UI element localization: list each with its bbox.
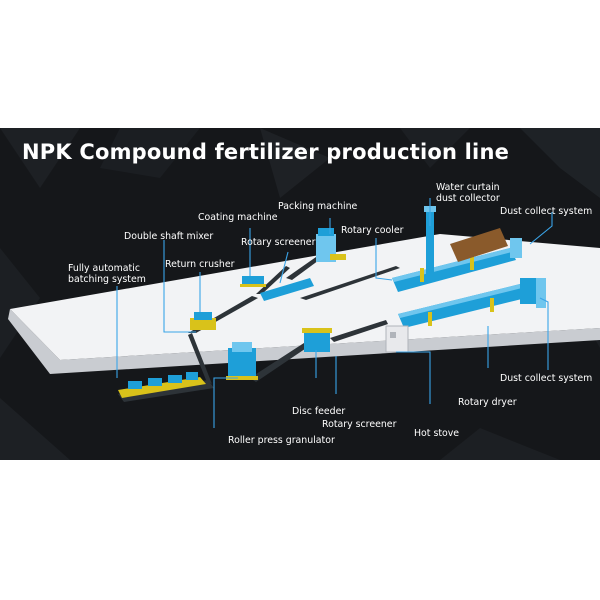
label-dust-collect-system-bottom: Dust collect system <box>500 373 593 384</box>
label-roller-press-granulator: Roller press granulator <box>228 435 335 446</box>
label-double-shaft-mixer: Double shaft mixer <box>124 231 214 242</box>
label-hot-stove: Hot stove <box>414 428 460 439</box>
label-disc-feeder: Disc feeder <box>292 406 346 417</box>
label-rotary-screener-top: Rotary screener <box>241 237 316 248</box>
production-line-illustration <box>8 198 600 428</box>
rotary-cooler-graphic <box>392 248 516 292</box>
screener-coating-graphic <box>240 276 314 301</box>
label-coating-machine: Coating machine <box>198 212 278 223</box>
batching-system-graphic <box>118 372 214 402</box>
label-dust-collect-system-top: Dust collect system <box>500 206 593 217</box>
label-return-crusher: Return crusher <box>165 259 235 270</box>
label-fully-automatic-batching-system: Fully automatic batching system <box>68 263 146 285</box>
factory-platform-side <box>8 309 600 374</box>
label-packing-machine: Packing machine <box>278 201 358 212</box>
granulator-graphic <box>226 342 258 380</box>
label-rotary-screener-bottom: Rotary screener <box>322 419 397 430</box>
background-pattern <box>0 128 600 460</box>
diagram-banner: NPK Compound fertilizer production line <box>0 128 600 460</box>
label-water-curtain-dust-collector: Water curtain dust collector <box>436 182 500 204</box>
disc-feeder-graphic <box>302 328 332 352</box>
rotary-dryer-graphic <box>398 278 546 328</box>
hot-stove-graphic <box>385 325 409 353</box>
mixer-crusher-graphic <box>190 312 216 330</box>
label-rotary-dryer: Rotary dryer <box>458 397 517 408</box>
leader-lines <box>116 198 553 428</box>
page-title: NPK Compound fertilizer production line <box>22 140 510 164</box>
packing-machine-graphic <box>316 228 346 262</box>
label-rotary-cooler: Rotary cooler <box>341 225 404 236</box>
